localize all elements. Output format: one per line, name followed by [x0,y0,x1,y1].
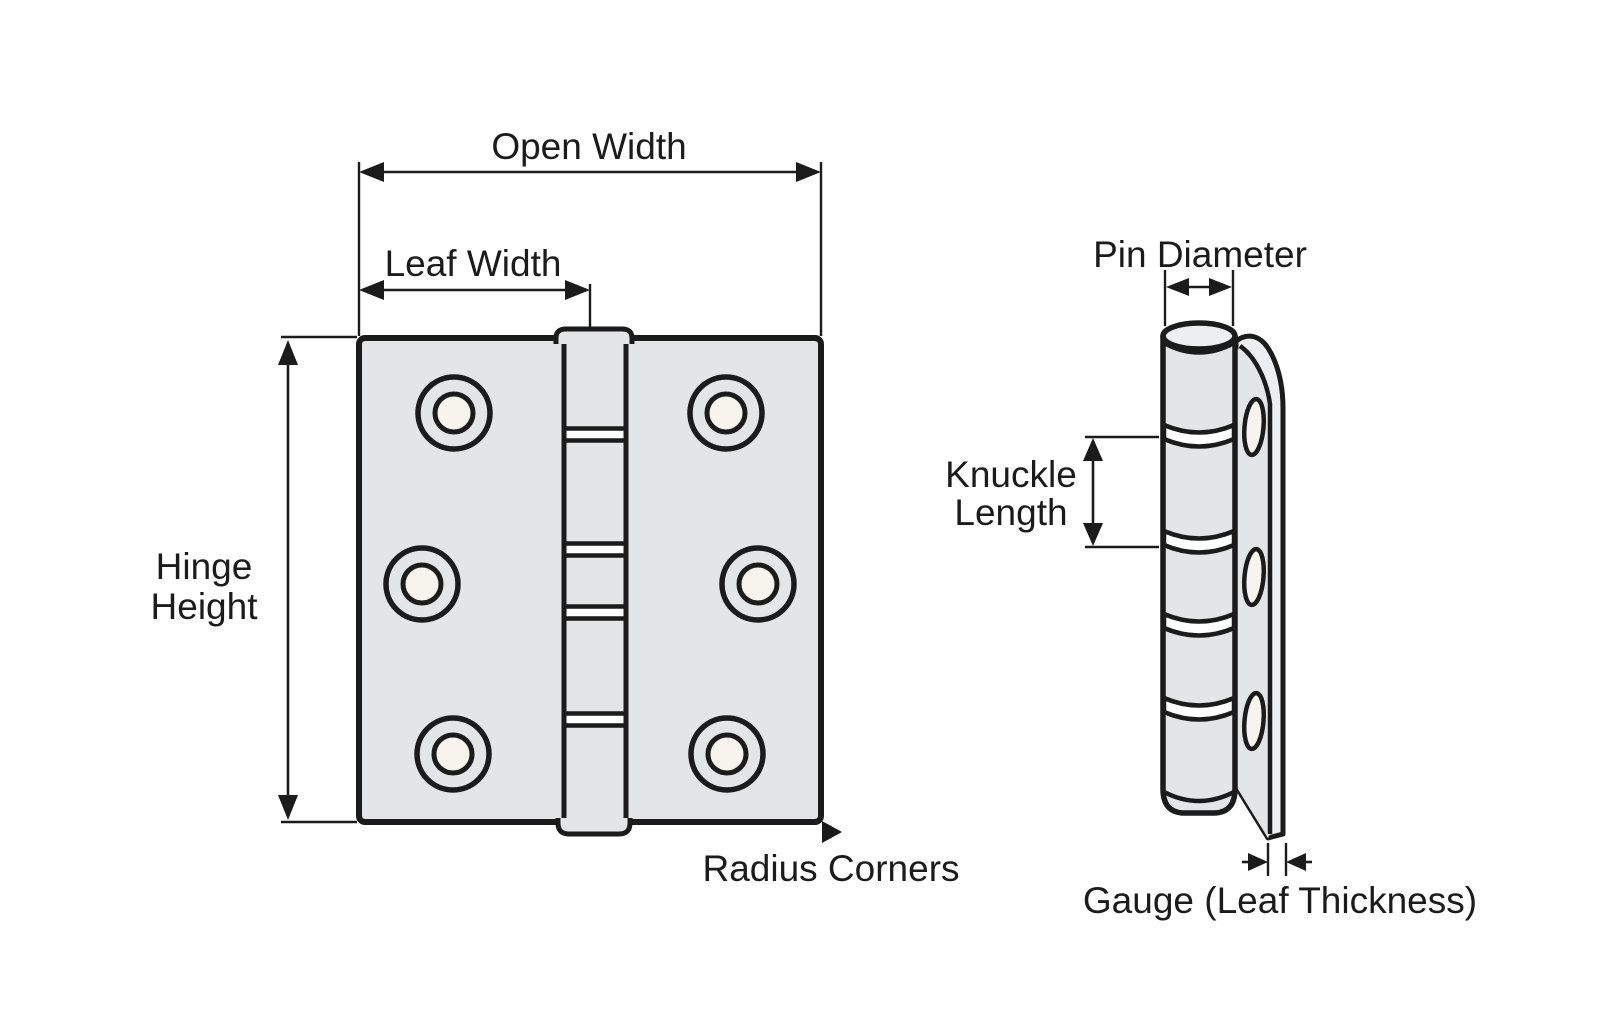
arrowhead-down-icon [278,795,298,820]
arrowhead-up-icon [278,340,298,365]
arrowhead-right-icon [1248,853,1268,871]
pin-top [1160,320,1238,352]
hinge-height-label-line2: Height [151,586,259,627]
screw-hole [688,715,766,793]
barrel-body [1160,333,1238,816]
gauge-label: Gauge (Leaf Thickness) [1083,880,1477,921]
corner-arrowhead-icon [822,821,842,843]
arrowhead-right-icon [1209,278,1232,296]
knuckle-joint-band [563,426,627,443]
pin-bottom-cap [555,818,633,837]
side-leaf [1233,333,1286,841]
knuckle-length-label-line2: Length [954,492,1067,533]
knuckle-joint [1161,610,1237,638]
arrowhead-left-icon [359,280,384,300]
pin-diameter-label: Pin Diameter [1093,234,1307,275]
hinge-height-dimension: Hinge Height [151,335,357,824]
arrowhead-right-icon [796,162,821,182]
arrowhead-left-icon [1166,278,1189,296]
pin-diameter-dimension: Pin Diameter [1093,234,1307,326]
screw-hole [415,374,493,452]
leaf-crease-line [1238,344,1273,834]
knuckle-length-label-line1: Knuckle [945,454,1077,495]
front-view: Open Width Leaf Width Hinge Height [151,126,960,889]
radius-corners-callout: Radius Corners [702,821,960,889]
open-width-label: Open Width [491,126,686,167]
arrowhead-down-icon [1083,523,1103,546]
side-view: Knuckle Length [945,234,1477,921]
screw-hole [719,545,797,623]
knuckle-column [553,326,635,837]
screw-hole [687,374,765,452]
open-width-dimension: Open Width [357,126,823,336]
knuckle-joint-band [563,604,627,621]
arrowhead-left-icon [1286,853,1306,871]
radius-corners-label: Radius Corners [702,848,959,889]
leaf-width-dimension: Leaf Width [359,243,592,327]
oval-screw-hole [1241,546,1267,608]
arrowhead-left-icon [359,162,384,182]
pin-collar-seam [1162,341,1236,355]
screw-hole [414,715,492,793]
barrel-bottom-seam [1162,789,1236,804]
barrel [1160,320,1238,816]
leaf-width-label: Leaf Width [385,243,562,284]
knuckle-length-dimension: Knuckle Length [945,435,1159,549]
knuckle-joint [1161,527,1237,555]
arrowhead-up-icon [1083,438,1103,461]
knuckle-joint-band [563,711,627,728]
oval-screw-hole [1241,690,1267,752]
knuckle-joint [1161,421,1237,449]
hinge-height-label-line1: Hinge [156,546,253,587]
gauge-dimension: Gauge (Leaf Thickness) [1083,843,1477,921]
knuckle-joint [1161,694,1237,722]
arrowhead-right-icon [565,280,590,300]
oval-screw-hole [1241,396,1267,458]
screw-holes [383,374,797,793]
screw-hole [383,545,461,623]
pin-top-cap [553,326,635,344]
knuckle-joint-band [563,541,627,558]
